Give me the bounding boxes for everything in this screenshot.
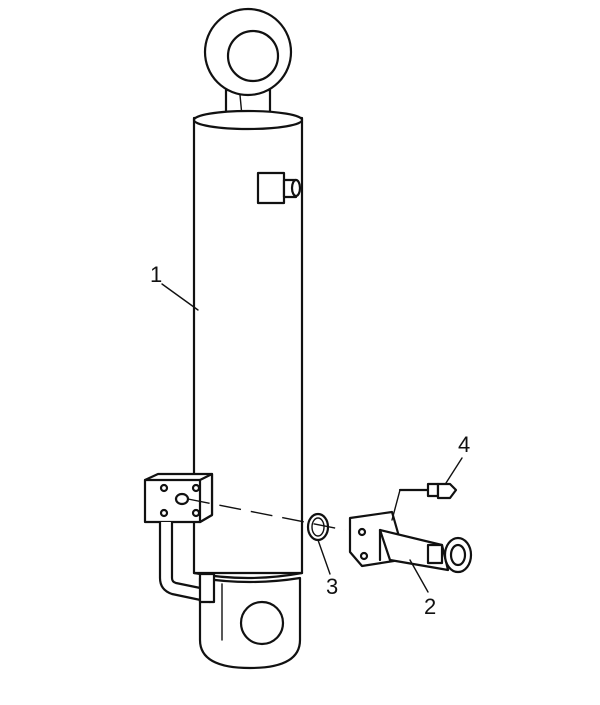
upper-port-block	[256, 171, 302, 205]
callout-4: 4	[458, 432, 470, 457]
callout-2: 2	[424, 594, 436, 619]
leader-line-4	[445, 457, 463, 484]
rod-eye	[203, 7, 293, 120]
hydraulic-pipe	[158, 522, 216, 604]
callout-3: 3	[326, 574, 338, 599]
callout-1: 1	[150, 262, 162, 287]
leader-line-1	[161, 283, 199, 311]
base-clevis	[198, 576, 302, 670]
leader-line-3	[317, 539, 331, 575]
flange-fitting	[348, 510, 473, 574]
leader-line-2	[409, 559, 429, 593]
lower-flange-block	[143, 472, 214, 524]
assembly-line	[187, 498, 346, 531]
o-ring	[306, 512, 330, 542]
bolt	[391, 482, 458, 521]
